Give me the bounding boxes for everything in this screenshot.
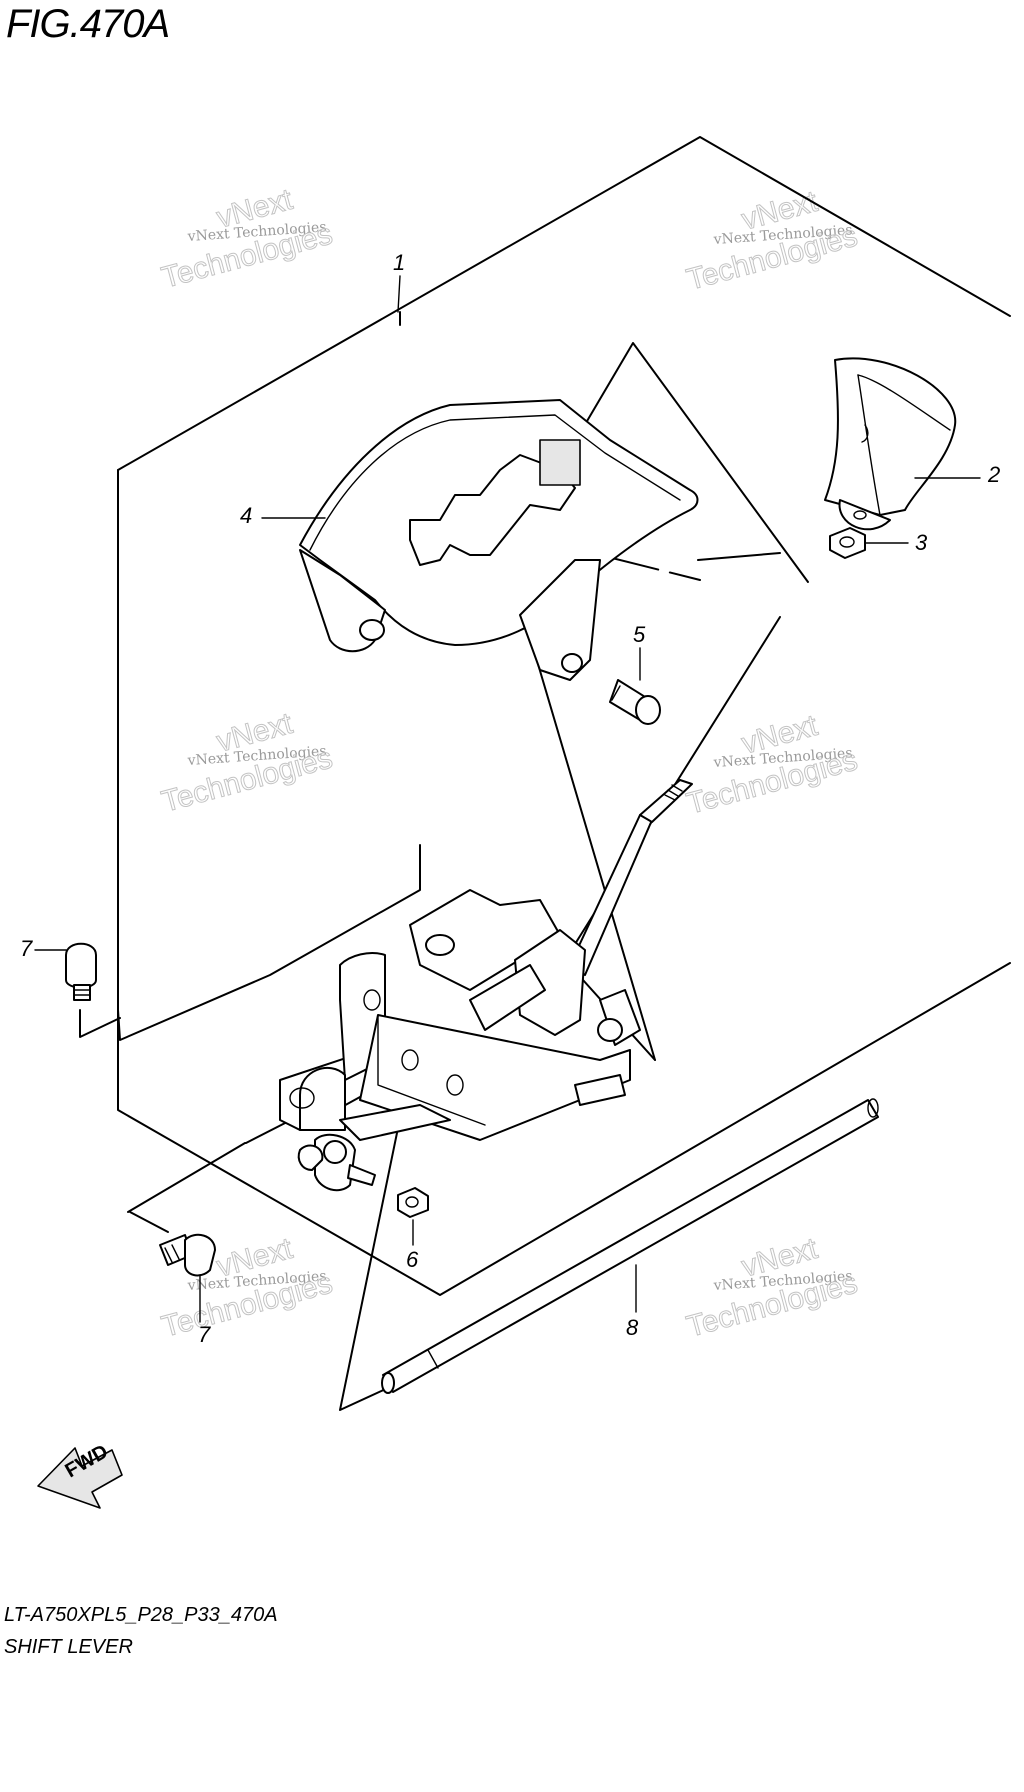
linkage-arm: [297, 1104, 451, 1192]
callout-1: 1: [393, 250, 405, 313]
svg-text:4: 4: [240, 503, 252, 528]
callout-5: 5: [633, 622, 646, 681]
svg-text:5: 5: [633, 622, 646, 647]
forward-direction-arrow: FWD: [37, 1441, 123, 1509]
shift-lever-rod: [569, 779, 693, 976]
diagram-name: SHIFT LEVER: [4, 1636, 133, 1658]
watermark-middle-left: vNext Technologies vNext Technologies: [158, 706, 337, 819]
svg-text:7: 7: [20, 936, 33, 961]
callout-4: 4: [240, 503, 326, 528]
callout-3: 3: [864, 530, 928, 555]
svg-text:6: 6: [406, 1247, 419, 1272]
mounting-bolt-upper: [65, 942, 97, 1001]
callout-6: 6: [406, 1219, 419, 1272]
svg-text:7: 7: [198, 1322, 211, 1347]
watermark-bottom-right: vNext Technologies vNext Technologies: [683, 1231, 862, 1344]
callout-7-lower: 7: [198, 1274, 211, 1347]
mounting-bolt-lower: [159, 1233, 216, 1277]
shift-base-bracket: [279, 889, 641, 1141]
linkage-nut: [397, 1187, 429, 1218]
figure-title: FIG.470A: [6, 2, 170, 46]
diagram-code: LT-A750XPL5_P28_P33_470A: [4, 1604, 278, 1626]
shift-rod: [381, 1098, 879, 1394]
shift-guide-cover: [299, 399, 699, 681]
knob-nut: [829, 527, 866, 559]
callout-2: 2: [914, 462, 1000, 487]
svg-text:1: 1: [393, 250, 405, 275]
svg-text:2: 2: [987, 462, 1000, 487]
shift-knob: [824, 357, 957, 531]
watermark-top-right: vNext Technologies vNext Technologies: [683, 184, 862, 297]
assembly-outline: [117, 136, 1011, 1296]
callout-7-upper: 7: [20, 936, 67, 961]
callout-8: 8: [626, 1264, 639, 1340]
cover-bolt: [609, 679, 661, 725]
watermark-top-left: vNext Technologies vNext Technologies: [158, 182, 337, 295]
svg-text:8: 8: [626, 1315, 639, 1340]
watermark-middle-right: vNext Technologies vNext Technologies: [683, 708, 862, 821]
svg-text:3: 3: [915, 530, 928, 555]
